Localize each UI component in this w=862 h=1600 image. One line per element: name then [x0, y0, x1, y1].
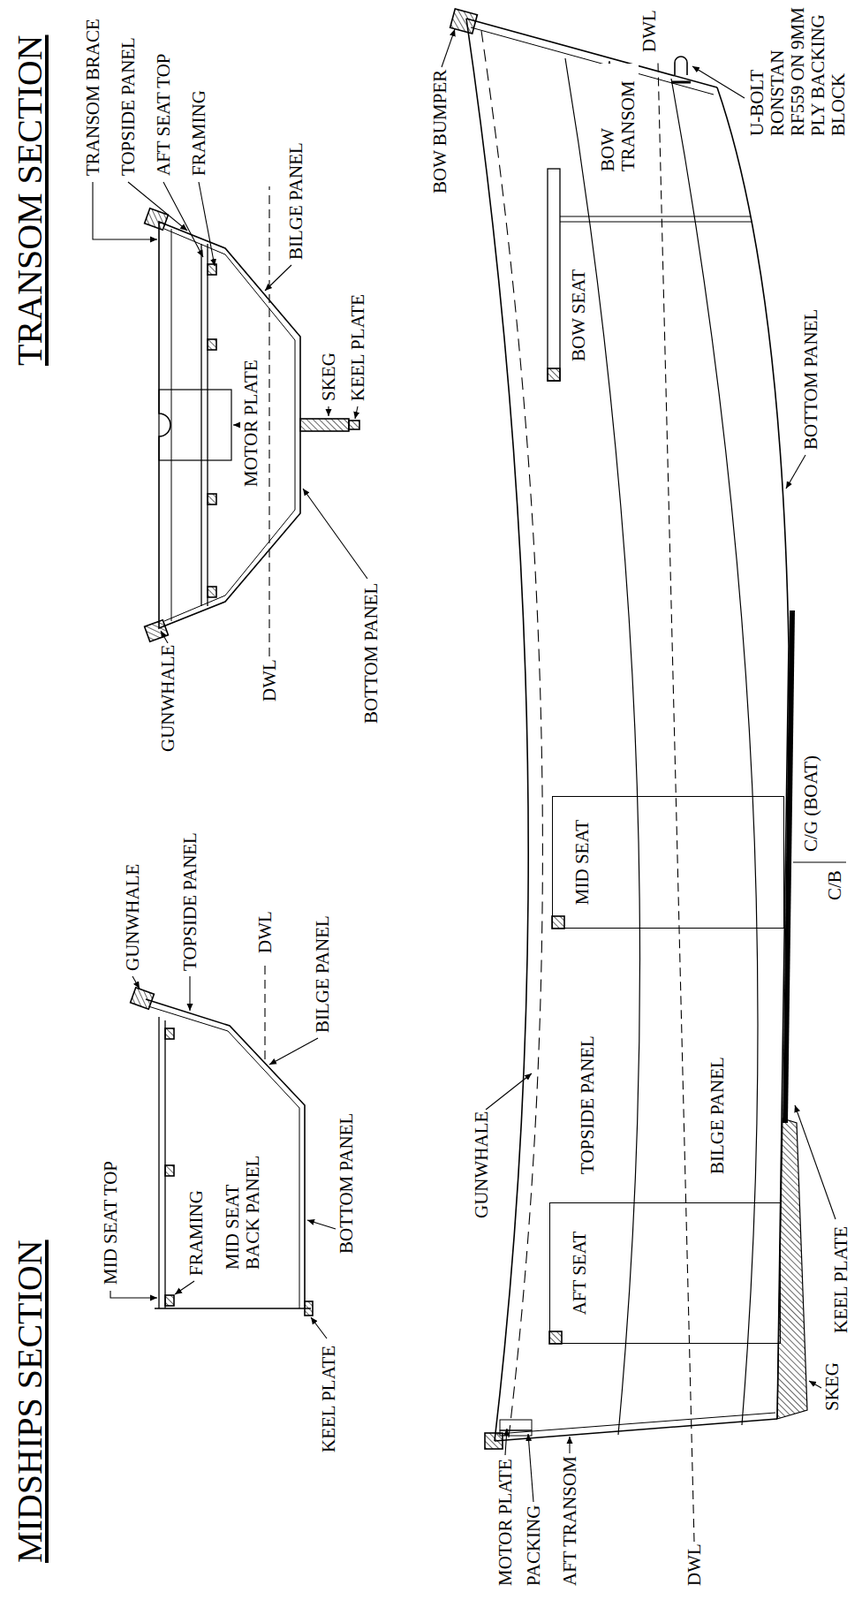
part-label: FRAMING: [189, 88, 210, 178]
part-label: BILGE PANEL: [707, 1054, 728, 1176]
part-label: KEEL PLATE: [347, 292, 369, 403]
part-label: SKEG: [318, 350, 340, 403]
leader-lines: [441, 29, 836, 1502]
part-label: TOPSIDE PANEL: [577, 1033, 598, 1176]
boat-profile: [450, 8, 847, 1542]
part-label: TOPSIDE PANEL: [180, 830, 201, 973]
seat-box: MID SEAT: [551, 795, 785, 929]
part-label: AFT TRANSOM: [559, 1453, 581, 1588]
part-label: MID SEAT TOP: [100, 1158, 121, 1286]
part-label: BOW SEAT: [568, 267, 590, 363]
part-label: KEEL PLATE: [318, 1343, 340, 1454]
part-label: SKEG: [822, 1360, 843, 1413]
leader-lines: [92, 181, 368, 643]
part-label: BOTTOM PANEL: [801, 307, 822, 452]
part-label: DWL: [255, 908, 276, 955]
part-label: TOPSIDE PANEL: [118, 35, 139, 178]
seat-box: AFT SEAT: [549, 1202, 781, 1344]
seat-label: MID SEAT: [552, 796, 593, 928]
part-label: GUNWHALE: [471, 1109, 492, 1220]
part-label: AFT SEAT TOP: [153, 52, 174, 179]
part-label: PACKING: [523, 1503, 545, 1588]
midships-section: [130, 963, 313, 1316]
part-label: BILGE PANEL: [286, 140, 307, 262]
part-label: MOTOR PLATE: [495, 1456, 516, 1588]
part-label: BOW BUMPER: [430, 68, 451, 196]
view-title: MIDSHIPS SECTION: [10, 1237, 50, 1565]
part-label: GUNWHALE: [158, 642, 179, 754]
part-label: C/G (BOAT): [801, 753, 822, 854]
part-label: DWL: [639, 7, 660, 54]
view-title: TRANSOM SECTION: [10, 33, 50, 368]
leader-lines: [110, 975, 336, 1339]
part-label: TRANSOM BRACE: [83, 16, 104, 178]
part-label: BILGE PANEL: [312, 913, 333, 1035]
part-label: FRAMING: [186, 1187, 207, 1278]
part-label: U-BOLT RONSTAN RF559 ON 9MM PLY BACKING …: [747, 0, 849, 138]
seat-label: AFT SEAT: [550, 1202, 590, 1343]
part-label: MID SEAT BACK PANEL: [222, 1139, 264, 1271]
part-label: KEEL PLATE: [831, 1224, 852, 1335]
part-label: BOTTOM PANEL: [361, 581, 382, 726]
part-label: BOTTOM PANEL: [336, 1111, 357, 1256]
part-label: MOTOR PLATE: [241, 357, 262, 489]
part-label: GUNWHALE: [122, 862, 144, 973]
part-label: BOW TRANSOM: [597, 63, 639, 174]
part-label: DWL: [259, 657, 280, 704]
part-label: C/B: [824, 868, 846, 902]
transom-section: [144, 186, 360, 657]
part-label: DWL: [684, 1541, 705, 1588]
